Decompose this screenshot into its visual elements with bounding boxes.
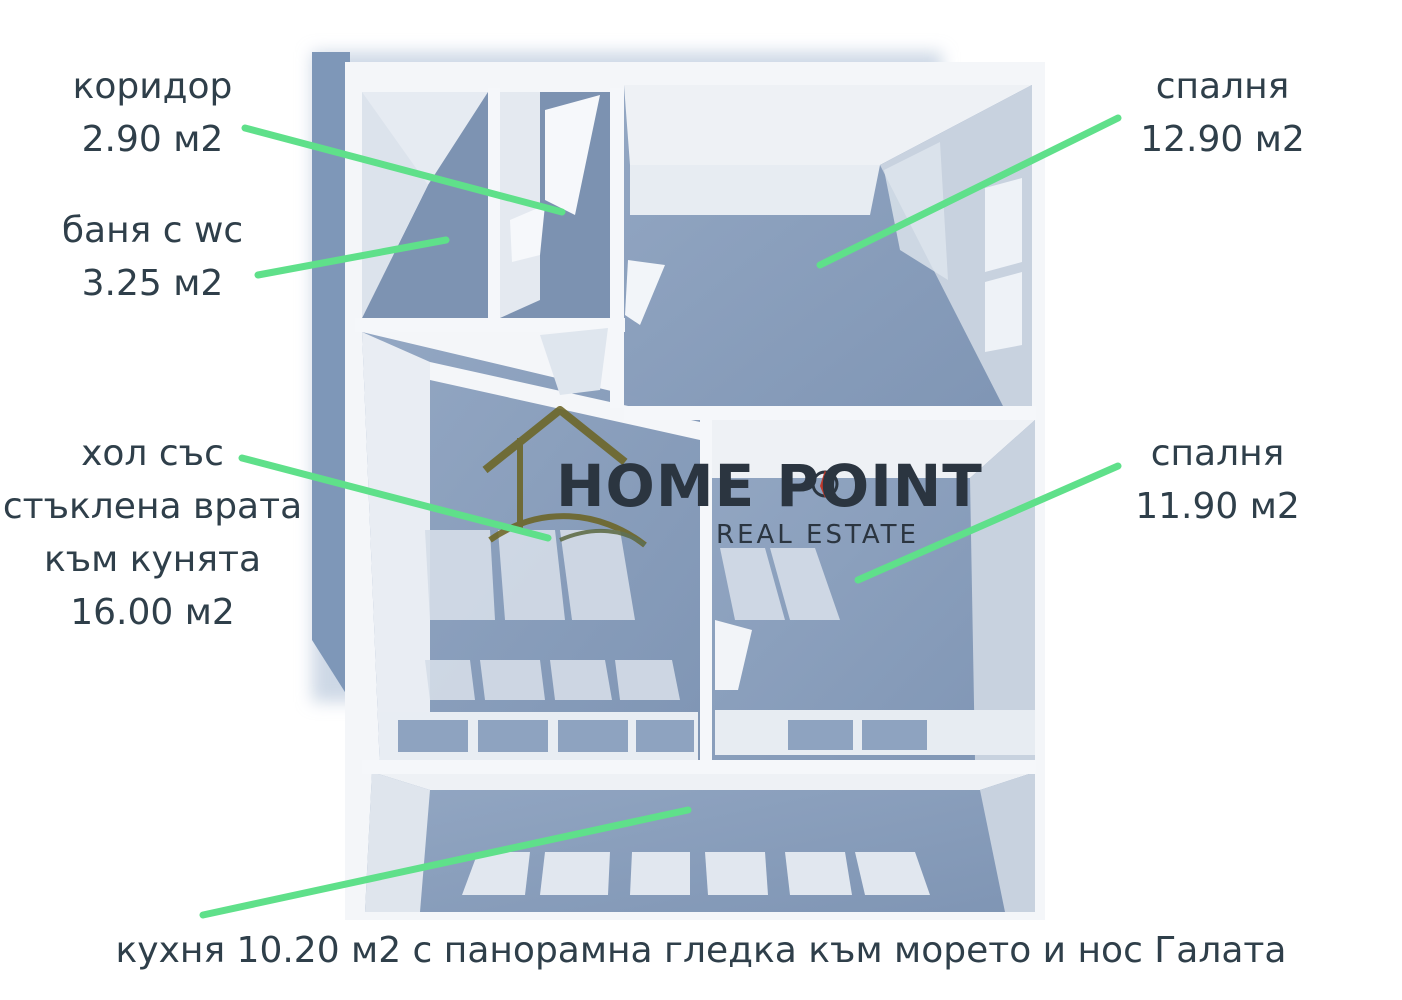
bathroom-area: 3.25 м2 — [81, 263, 224, 304]
label-corridor: коридор 2.90 м2 — [55, 60, 250, 166]
room-bathroom — [500, 92, 610, 318]
corridor-name: коридор — [72, 66, 233, 107]
door-bedroom-1 — [625, 260, 665, 325]
room-bedroom-1 — [624, 85, 1032, 410]
pointer-living — [238, 454, 552, 542]
brand-tagline: REAL ESTATE — [716, 520, 919, 550]
bedroom-1-name: спалня — [1155, 66, 1290, 107]
room-bedroom-2 — [712, 420, 1035, 760]
door-living — [540, 328, 608, 395]
pointer-kitchen — [199, 806, 692, 919]
living-line-1: хол със — [81, 433, 224, 474]
interior-walls — [355, 88, 1036, 774]
pointer-lines — [199, 114, 1122, 919]
pointer-corridor — [241, 124, 566, 216]
bathroom-name: баня с wc — [61, 210, 244, 251]
bedroom-1-area: 12.90 м2 — [1140, 119, 1305, 160]
pointer-bedroom-1 — [816, 114, 1122, 269]
label-bathroom: баня с wc 3.25 м2 — [50, 204, 255, 310]
room-kitchen — [365, 772, 1035, 912]
room-living — [362, 332, 700, 770]
living-area: 16.00 м2 — [70, 592, 235, 633]
pointer-bathroom — [254, 236, 450, 279]
living-line-3: към кунята — [43, 539, 262, 580]
compass-icon — [811, 470, 839, 498]
corridor-area: 2.90 м2 — [81, 119, 224, 160]
label-kitchen: кухня 10.20 м2 с панорамна гледка към мо… — [115, 930, 1287, 971]
bedroom-2-area: 11.90 м2 — [1135, 486, 1300, 527]
left-balcony-edge — [312, 52, 350, 700]
living-line-2: стъклена врата — [2, 486, 303, 527]
label-living: хол със стъклена врата към кунята 16.00 … — [0, 427, 305, 639]
label-bedroom-1: спалня 12.90 м2 — [1125, 60, 1320, 166]
brand-name: HOME POINT — [556, 452, 983, 520]
bedroom-2-name: спалня — [1150, 433, 1285, 474]
pointer-bedroom-2 — [854, 462, 1122, 584]
room-corridor — [362, 92, 488, 318]
label-bedroom-2: спалня 11.90 м2 — [1120, 427, 1315, 533]
